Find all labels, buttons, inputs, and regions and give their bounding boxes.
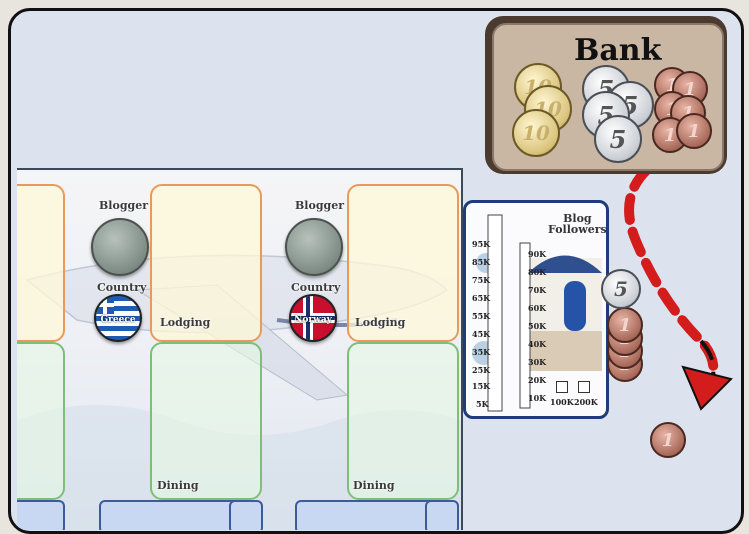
single-coin-1[interactable]: 1 — [650, 422, 686, 458]
bank-title: Bank — [574, 33, 661, 68]
lodging-label-2: Lodging — [355, 316, 405, 329]
blogger-token-1[interactable] — [91, 218, 149, 276]
left-track-label: 25K — [472, 365, 490, 375]
dining-label-1: Dining — [157, 479, 199, 492]
left-track-label: 65K — [472, 293, 490, 303]
coin-5[interactable]: 5 — [594, 115, 642, 163]
right-track-label: 60K — [528, 303, 546, 313]
country-label-2: Country — [291, 281, 340, 294]
left-track-label: 55K — [472, 311, 490, 321]
country-name-2: Norway — [291, 315, 335, 325]
country-name-1: Greece — [96, 315, 140, 325]
country-label-1: Country — [97, 281, 146, 294]
bonus-label-100k: 100K — [550, 397, 574, 407]
dining-slot-left-partial[interactable] — [17, 342, 65, 500]
greece-flag-token[interactable]: Greece — [94, 294, 142, 342]
right-track-label: 50K — [528, 321, 546, 331]
bonus-box-100k[interactable] — [556, 381, 568, 393]
lodging-slot-left-partial[interactable] — [17, 184, 65, 342]
right-track-label: 70K — [528, 285, 546, 295]
left-track-label: 75K — [472, 275, 490, 285]
right-track-label: 90K — [528, 249, 546, 259]
bonus-box-200k[interactable] — [578, 381, 590, 393]
dining-label-2: Dining — [353, 479, 395, 492]
left-track-label: 85K — [472, 257, 490, 267]
card-stack-2b[interactable] — [425, 500, 459, 530]
blogger-label-1: Blogger — [99, 199, 148, 212]
left-track-label: 95K — [472, 239, 490, 249]
lodging-label-1: Lodging — [160, 316, 210, 329]
blogger-token-2[interactable] — [285, 218, 343, 276]
bank-tray: Bank 10 10 10 5 5 5 5 1 1 1 1 1 1 — [492, 23, 724, 171]
left-track-label: 5K — [476, 399, 489, 409]
right-track-label: 30K — [528, 357, 546, 367]
bonus-label-200k: 200K — [574, 397, 598, 407]
right-track-label: 40K — [528, 339, 546, 349]
player-board: Blogger Country Greece Lodging Dining Bl… — [17, 168, 463, 530]
dining-slot-2[interactable] — [347, 342, 459, 500]
blogger-label-2: Blogger — [295, 199, 344, 212]
coin-10[interactable]: 10 — [512, 109, 560, 157]
right-track-label: 20K — [528, 375, 546, 385]
bank-panel: Bank 10 10 10 5 5 5 5 1 1 1 1 1 1 — [485, 16, 727, 174]
coin-1[interactable]: 1 — [607, 307, 643, 343]
left-track-label: 35K — [472, 347, 490, 357]
norway-flag-token[interactable]: Norway — [289, 294, 337, 342]
right-track-label: 10K — [528, 393, 546, 403]
card-stack-left[interactable] — [17, 500, 65, 530]
left-track-label: 15K — [472, 381, 490, 391]
left-track-label: 45K — [472, 329, 490, 339]
coin-5[interactable]: 5 — [601, 269, 641, 309]
dining-slot-1[interactable] — [150, 342, 262, 500]
right-track-label: 80K — [528, 267, 546, 277]
card-stack-1b[interactable] — [229, 500, 263, 530]
coin-1[interactable]: 1 — [676, 113, 712, 149]
